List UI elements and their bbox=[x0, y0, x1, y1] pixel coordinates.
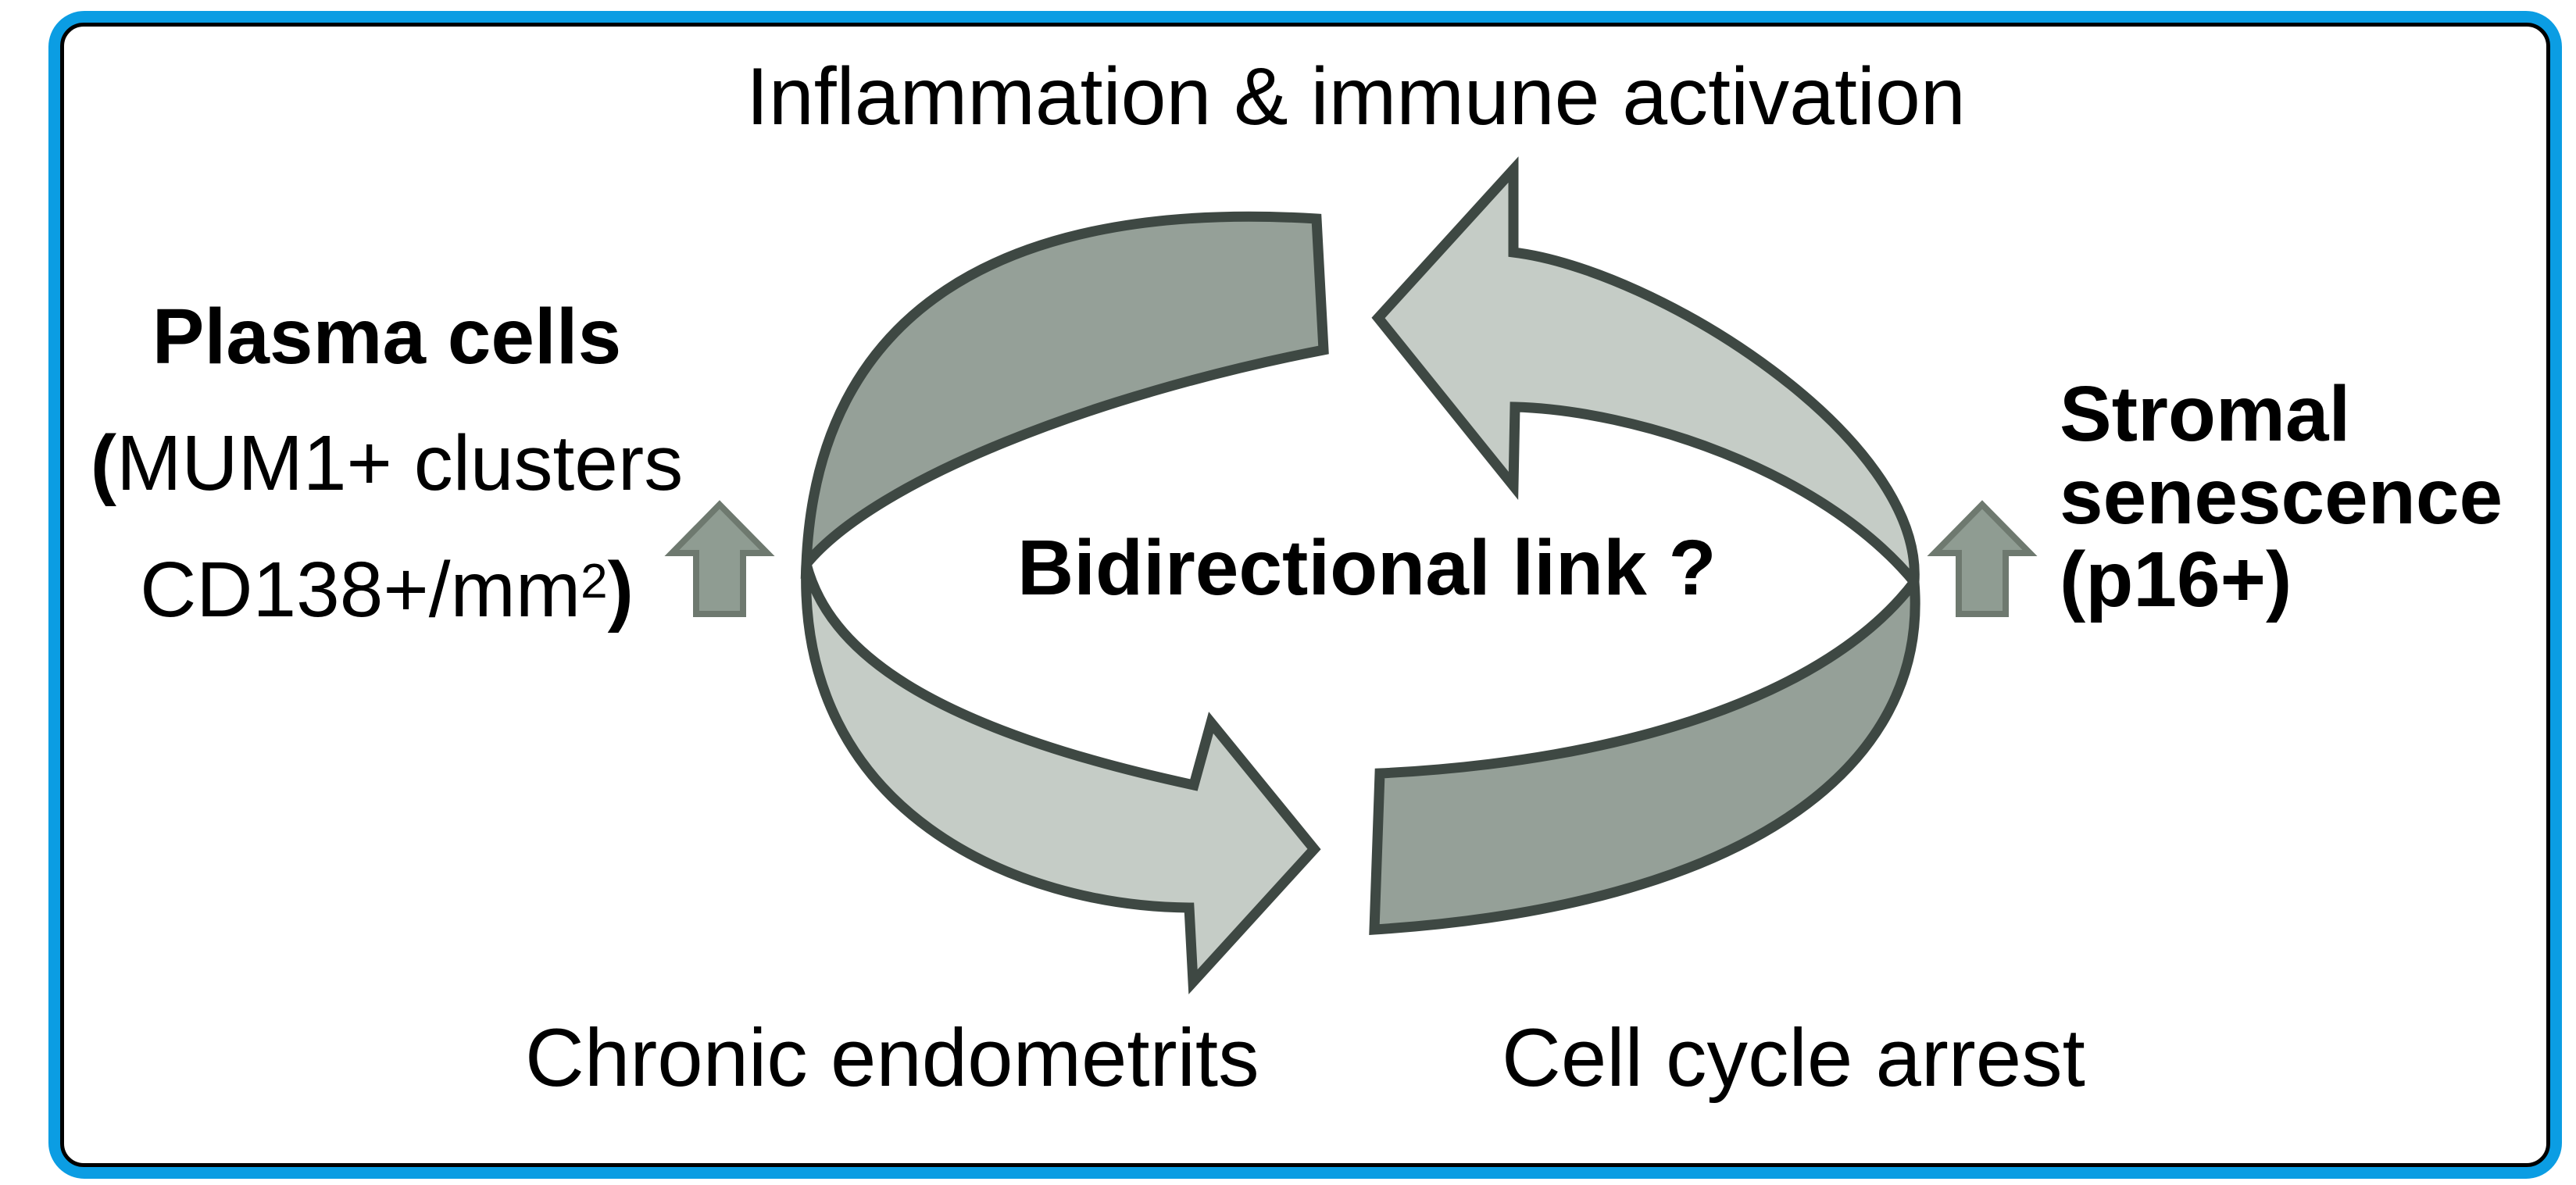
cycle-arrow-top-right-icon bbox=[1371, 156, 1920, 595]
stromal-senescence-line-1: Stromal bbox=[2060, 370, 2351, 458]
increase-up-arrow-icon-right bbox=[1927, 500, 2038, 617]
stromal-senescence-line-2: senescence bbox=[2060, 453, 2503, 541]
plasma-cells-title: Plasma cells bbox=[152, 293, 622, 380]
slide-border bbox=[48, 11, 2562, 1179]
plasma-cells-subline-2: CD138+/mm2) bbox=[140, 546, 634, 634]
cycle-arrow-bottom-left-icon bbox=[801, 562, 1321, 994]
increase-up-arrow-icon-left bbox=[664, 500, 775, 617]
cycle-ribbon-top-left bbox=[800, 211, 1329, 580]
slide-border-inner-line bbox=[60, 23, 2550, 1167]
bottom-right-label: Cell cycle arrest bbox=[1502, 1012, 2085, 1104]
top-label: Inflammation & immune activation bbox=[746, 52, 1966, 142]
plasma-cells-node: Plasma cells (MUM1+ clusters CD138+/mm2) bbox=[43, 273, 731, 664]
stromal-senescence-node: Stromal senescence (p16+) bbox=[2060, 373, 2503, 621]
stromal-senescence-line-3: (p16+) bbox=[2060, 536, 2292, 623]
bottom-left-label: Chronic endometrits bbox=[525, 1012, 1259, 1104]
cycle-ribbon-bottom-right bbox=[1369, 568, 1920, 935]
center-label: Bidirectional link ? bbox=[1017, 524, 1717, 612]
plasma-cells-subline-1: (MUM1+ clusters bbox=[90, 419, 684, 507]
